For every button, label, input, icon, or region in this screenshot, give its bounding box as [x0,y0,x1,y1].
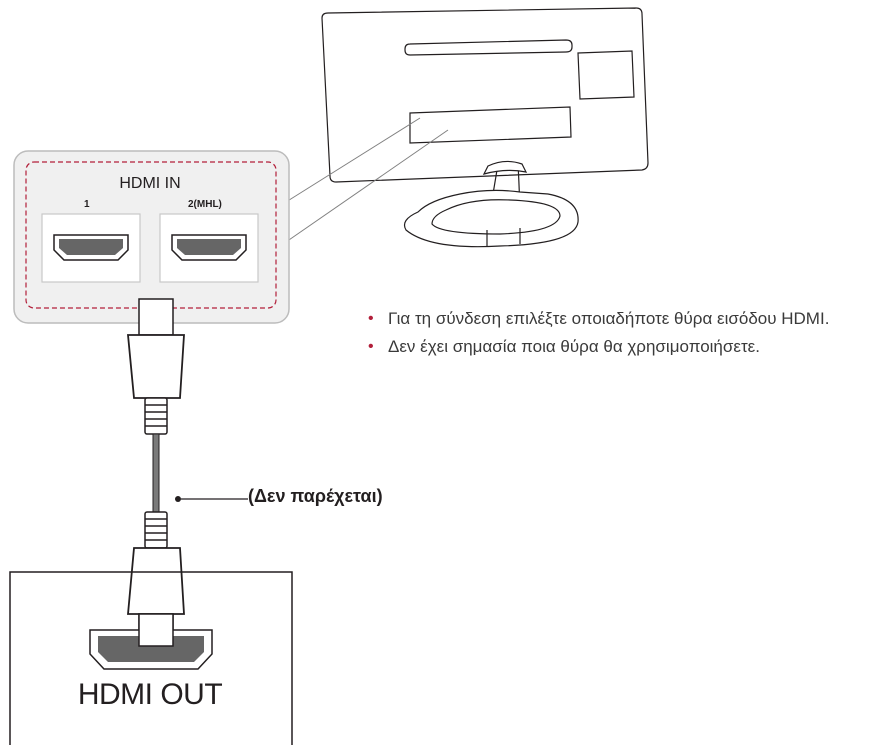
bullet-dot-icon: • [368,338,374,355]
hdmi-port-2-icon [171,234,247,261]
cable-not-supplied-callout: (Δεν παρέχεται) [248,486,383,506]
port-1-label: 1 [84,199,90,210]
hdmi-out-label: HDMI OUT [77,678,223,711]
instruction-list: • Για τη σύνδεση επιλέξτε οποιαδήποτε θύ… [366,305,876,361]
hdmi-cable-icon [127,298,185,647]
monitor-back-icon [321,7,649,248]
hdmi-out-port-icon [89,613,213,670]
hdmi-in-title: HDMI IN [119,175,181,192]
instruction-text: Για τη σύνδεση επιλέξτε οποιαδήποτε θύρα… [388,309,830,328]
instruction-item: • Για τη σύνδεση επιλέξτε οποιαδήποτε θύ… [366,305,876,333]
instruction-text: Δεν έχει σημασία ποια θύρα θα χρησιμοποι… [388,337,760,356]
hdmi-port-1-icon [53,234,129,261]
bullet-dot-icon: • [368,310,374,327]
port-2-label: 2(MHL) [188,199,222,210]
callout-leader [175,496,248,502]
zoom-lines [285,117,449,243]
source-device [9,571,293,745]
instruction-item: • Δεν έχει σημασία ποια θύρα θα χρησιμοπ… [366,333,876,361]
